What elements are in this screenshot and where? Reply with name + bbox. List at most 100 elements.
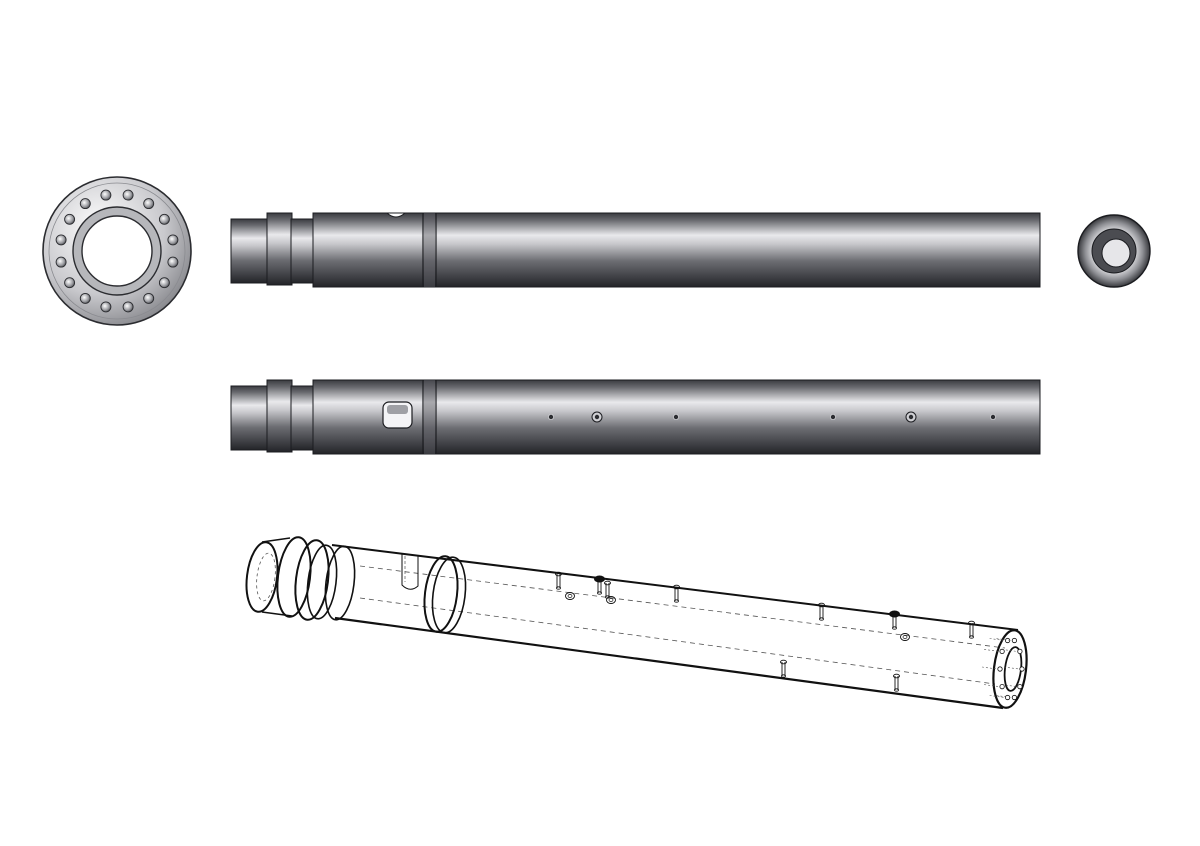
- groove-ring: [424, 213, 435, 287]
- iso-port-tip: [781, 674, 786, 678]
- flange-bore: [81, 215, 153, 287]
- small-ring-bore: [1101, 238, 1131, 268]
- iso-port-tip: [819, 617, 824, 621]
- iso-port-ring: [565, 592, 575, 600]
- iso-end-bolt-holes: [981, 637, 1025, 701]
- iso-port-tip: [597, 591, 602, 595]
- iso-ports: [555, 571, 975, 692]
- iso-end-bolt-hole: [1019, 666, 1025, 672]
- bolt-hole: [143, 292, 155, 304]
- top-slot: [385, 212, 407, 218]
- iso-collar-ring-1: [276, 536, 312, 618]
- iso-end-bolt-hole: [997, 666, 1003, 672]
- iso-nose-bore-hidden: [256, 552, 276, 602]
- iso-port-ring-inner: [567, 594, 573, 598]
- side-view-ported: [230, 379, 1041, 455]
- bolt-hole: [79, 292, 91, 304]
- iso-end-bolt-hole-hidden: [989, 695, 1005, 698]
- bolt-hole: [79, 198, 91, 210]
- stepped-end-collar: [266, 212, 293, 286]
- side-port-large-center: [594, 414, 600, 420]
- iso-collar-ring-3: [306, 544, 338, 620]
- window-slot-shade: [387, 405, 408, 414]
- bolt-hole: [100, 189, 112, 201]
- iso-end-bolt-hole-hidden: [996, 638, 1012, 641]
- iso-end-bolt-hole-hidden: [981, 666, 998, 670]
- bolt-hole: [122, 189, 134, 201]
- iso-port-ring: [900, 633, 910, 641]
- iso-groove-ring-2: [431, 556, 467, 634]
- stepped-end-collar: [266, 379, 293, 453]
- iso-end-bolt-hole-hidden: [989, 638, 1005, 641]
- iso-end-bolt-hole-hidden: [1001, 684, 1017, 687]
- iso-port-head: [893, 673, 900, 679]
- side-port-small: [990, 413, 997, 420]
- bolt-hole: [100, 301, 112, 313]
- bolt-hole: [167, 256, 179, 268]
- iso-groove-ring-1: [423, 555, 459, 633]
- iso-end-bolt-hole: [1017, 683, 1023, 690]
- bolt-hole: [64, 213, 76, 225]
- side-port-large-center: [908, 414, 914, 420]
- bolt-hole: [64, 277, 76, 289]
- iso-end-bolt-hole-hidden: [984, 684, 1000, 687]
- iso-port-tip: [894, 688, 899, 692]
- rod-body: [312, 212, 1041, 288]
- iso-nose-end: [245, 541, 279, 613]
- iso-body-start-ring: [324, 545, 356, 621]
- stepped-end-neck: [290, 218, 314, 284]
- end-view-flange: [42, 176, 192, 326]
- iso-hidden-bore-top: [359, 565, 1006, 649]
- iso-port-ring: [606, 596, 616, 604]
- flange-bolt-holes: [55, 189, 179, 313]
- iso-port-tip: [674, 599, 679, 603]
- iso-end-bolt-hole-hidden: [1001, 649, 1017, 652]
- iso-port-tip: [892, 626, 897, 630]
- iso-port-head: [889, 610, 900, 618]
- iso-hidden-bore-bottom: [359, 597, 996, 685]
- side-port-small: [548, 413, 555, 420]
- side-port-small: [673, 413, 680, 420]
- iso-port-tip: [556, 586, 561, 590]
- iso-port-head: [555, 571, 562, 577]
- iso-port-head: [968, 620, 975, 626]
- iso-port-head: [604, 580, 611, 586]
- iso-port-head: [594, 575, 605, 583]
- iso-end-bolt-hole: [999, 683, 1005, 690]
- iso-end-bolt-hole-hidden: [1003, 666, 1020, 670]
- bolt-hole: [158, 213, 170, 225]
- bolt-hole: [55, 256, 67, 268]
- side-port-small: [830, 413, 837, 420]
- flange-chamfer-line: [48, 182, 186, 320]
- iso-end-bolt-hole: [1011, 694, 1018, 701]
- stepped-end-nose: [230, 218, 269, 284]
- iso-end-bolt-hole-hidden: [984, 649, 1000, 652]
- iso-port-head: [818, 602, 825, 608]
- iso-end-bolt-hole: [1011, 637, 1018, 644]
- side-view-plain: [230, 212, 1041, 288]
- iso-collar-ring-2: [294, 539, 330, 621]
- iso-end-bolt-hole: [1004, 694, 1011, 701]
- iso-port-tip: [969, 635, 974, 639]
- iso-port-ring-inner: [902, 635, 908, 639]
- iso-far-end-outer: [992, 629, 1028, 709]
- iso-port-ring-inner: [608, 598, 614, 602]
- bolt-hole: [167, 234, 179, 246]
- bolt-hole: [122, 301, 134, 313]
- bolt-hole: [143, 198, 155, 210]
- stepped-end-nose: [230, 385, 269, 451]
- bolt-hole: [55, 234, 67, 246]
- iso-nose-top: [261, 537, 291, 543]
- iso-port-head: [673, 584, 680, 590]
- rod-body: [312, 379, 1041, 455]
- groove-ring: [424, 380, 435, 454]
- iso-port-tip: [605, 595, 610, 599]
- bolt-hole: [158, 277, 170, 289]
- stepped-end-neck: [290, 385, 314, 451]
- side-ports: [548, 411, 997, 423]
- end-view-small: [1077, 214, 1151, 288]
- iso-end-bolt-hole: [1017, 648, 1023, 655]
- iso-window-slot: [401, 553, 419, 590]
